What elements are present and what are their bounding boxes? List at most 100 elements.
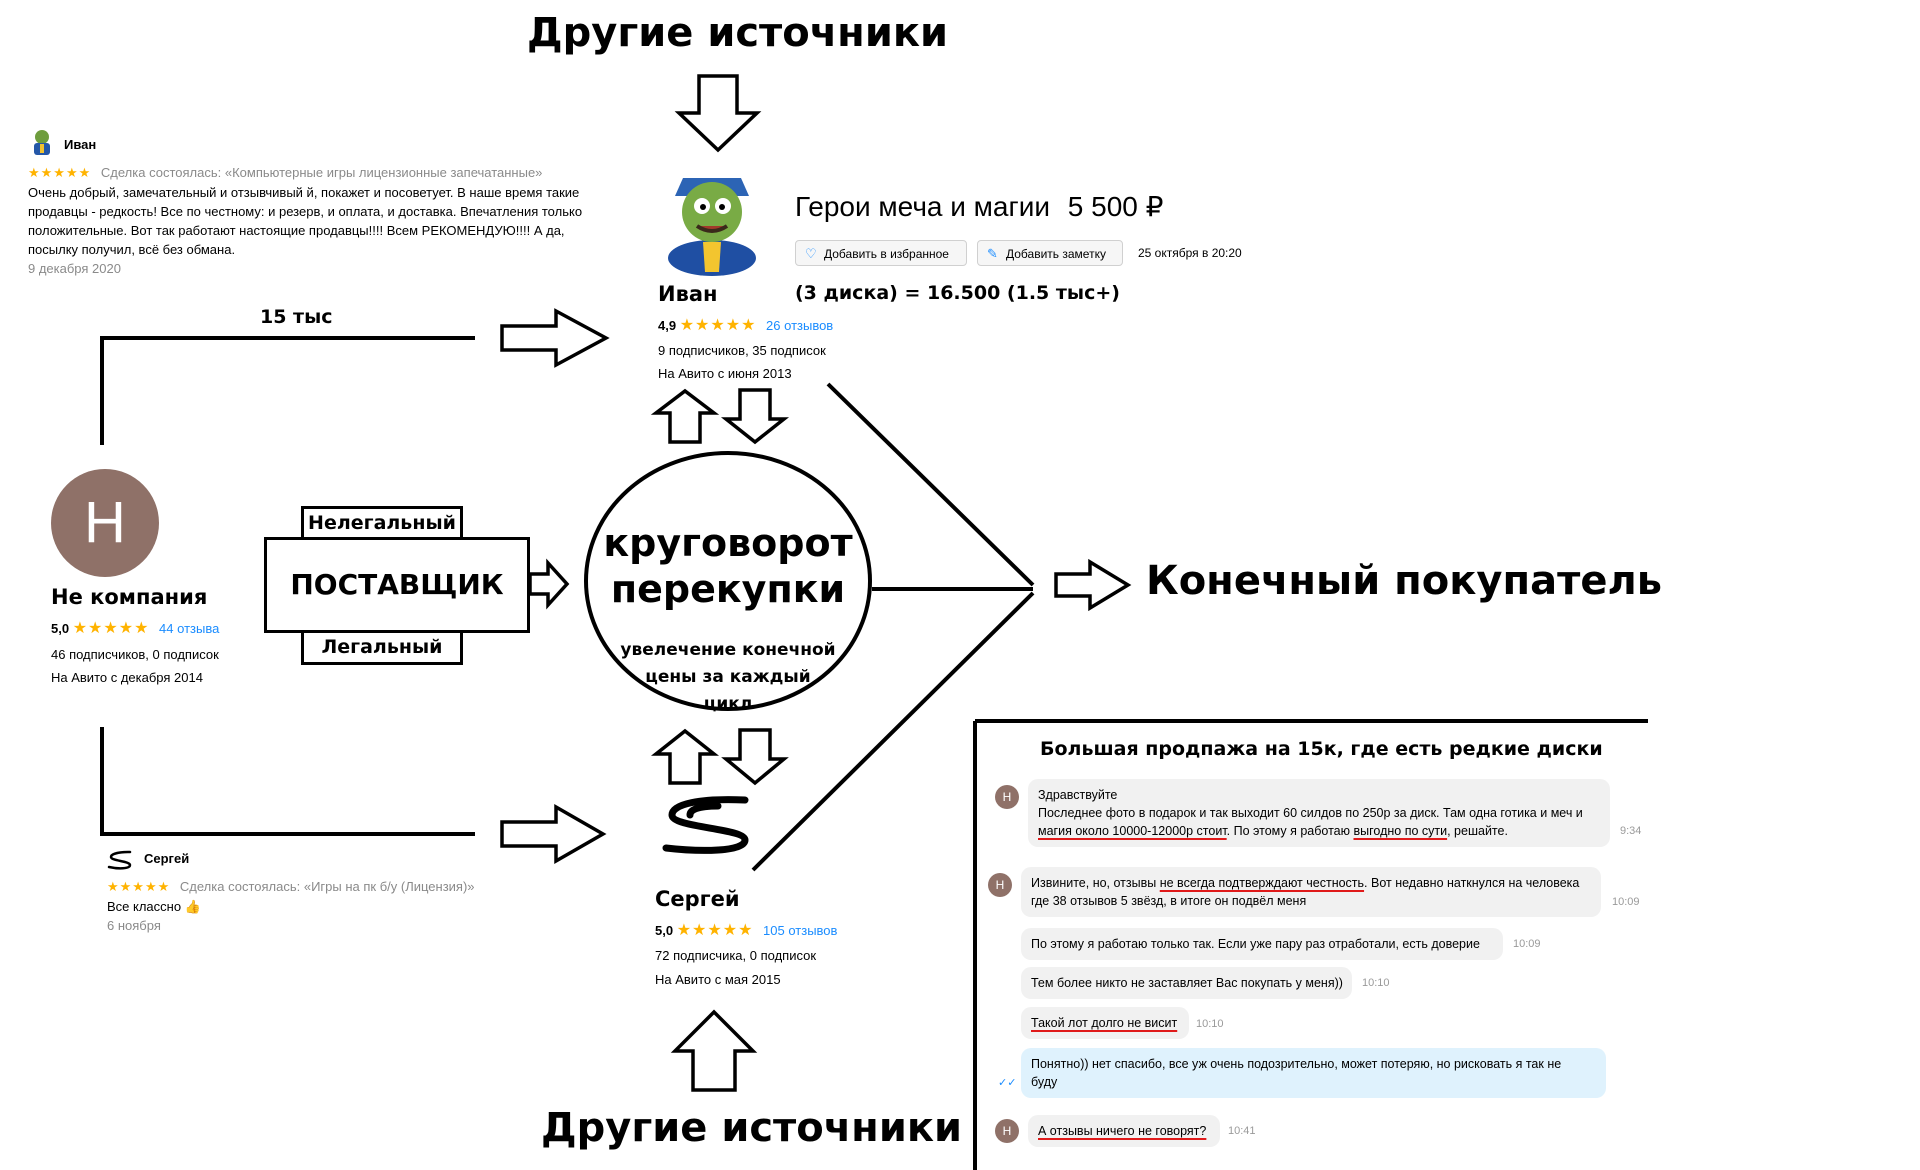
underlined-text: не всегда подтверждают честность (1159, 876, 1365, 890)
chat-message-line: магия около 10000-12000р стоит. По этому… (1038, 822, 1600, 840)
chat-time: 10:41 (1228, 1125, 1256, 1137)
chat-message: Здравствуйте Последнее фото в подарок и … (1028, 779, 1610, 847)
ivan-stars: ★★★★★ (679, 317, 757, 334)
review-sergey-deal: Сделка состоялась: «Игры на пк б/у (Лице… (179, 879, 475, 894)
sergey-to-buyer-line (751, 591, 1035, 872)
read-check-icon: ✓✓ (998, 1077, 1017, 1089)
supplier-legal-box: Легальный (301, 630, 463, 665)
ivan-reviews-link[interactable]: 26 отзывов (766, 318, 834, 333)
cycle-subtitle: увелечение конечной цены за каждый цикл (600, 637, 856, 718)
ivan-avatar-icon[interactable] (665, 168, 760, 276)
chat-text: . Вот недавно наткнулся на человека (1364, 876, 1580, 890)
chat-message-line: Понятно)) нет спасибо, все уж очень подо… (1031, 1057, 1562, 1071)
cycle-subtitle-line: увелечение конечной (620, 640, 836, 660)
review-sergey-text: Все классно 👍 (107, 899, 201, 914)
review-sergey-name: Сергей (144, 851, 190, 866)
chat-message-line: Извините, но, отзывы не всегда подтвержд… (1031, 874, 1591, 892)
bottom-sources-arrow (670, 1009, 758, 1092)
supplier-cycle-arrow (528, 558, 570, 610)
underlined-text: Такой лот долго не висит (1031, 1016, 1178, 1030)
ivan-to-buyer-line (826, 382, 1035, 587)
company-stars: ★★★★★ (72, 620, 150, 637)
sergey-name[interactable]: Сергей (655, 887, 740, 911)
ivan-cycle-down-arrow (720, 388, 790, 445)
note-icon: ✎ (987, 246, 998, 261)
company-since: На Авито с декабря 2014 (51, 670, 203, 685)
cycle-circle (584, 451, 872, 711)
listing-title: Герои меча и магии (795, 191, 1050, 222)
sergey-stars: ★★★★★ (676, 922, 754, 939)
chat-time: 10:10 (1196, 1018, 1224, 1030)
chat-message-line: Здравствуйте (1038, 788, 1118, 802)
heart-icon: ♡ (805, 246, 817, 261)
chat-message-own: Понятно)) нет спасибо, все уж очень подо… (1021, 1048, 1606, 1098)
review-ivan-text-line: Очень добрый, замечательный и отзывчивый… (28, 185, 580, 200)
sergey-rating-value: 5,0 (655, 923, 674, 938)
sergey-reviews-link[interactable]: 105 отзывов (763, 923, 838, 938)
add-to-favorites-button[interactable]: ♡ Добавить в избранное (795, 240, 967, 266)
cycle-sergey-down-arrow (721, 728, 789, 786)
sergey-logo-small (107, 850, 132, 870)
chat-message: Такой лот долго не висит (1021, 1007, 1189, 1039)
supplier-to-sergey-line (100, 727, 475, 836)
chat-message: Тем более никто не заставляет Вас покупа… (1021, 967, 1352, 999)
company-subscriptions: 46 подписчиков, 0 подписок (51, 647, 219, 662)
price-15k-label: 15 тыс (260, 306, 333, 328)
ivan-small-avatar-icon (28, 128, 56, 156)
ivan-subscriptions: 9 подписчиков, 35 подписок (658, 343, 826, 358)
sergey-logo-large (662, 796, 749, 854)
chat-time: 10:09 (1513, 938, 1541, 950)
chat-message-line: буду (1031, 1075, 1058, 1089)
ivan-rating-row: 4,9 ★★★★★ 26 отзывов (658, 316, 833, 335)
chat-avatar: Н (988, 873, 1012, 897)
review-ivan-text: Очень добрый, замечательный и отзывчивый… (28, 183, 668, 259)
company-reviews-link[interactable]: 44 отзыва (159, 621, 220, 636)
ivan-rating-value: 4,9 (658, 318, 677, 333)
chat-time: 10:10 (1362, 977, 1390, 989)
add-note-label: Добавить заметку (1006, 247, 1106, 261)
company-rating-value: 5,0 (51, 621, 70, 636)
supplier-main-box: ПОСТАВЩИК (264, 537, 530, 633)
supplier-to-ivan-line (100, 336, 475, 445)
cycle-title-line: перекупки (610, 567, 846, 611)
company-name[interactable]: Не компания (51, 585, 208, 609)
review-ivan-name: Иван (64, 137, 97, 152)
ivan-since: На Авито с июня 2013 (658, 366, 792, 381)
top-sources-arrow (674, 74, 762, 153)
supplier-ivan-arrow (500, 308, 610, 368)
review-sergey-date: 6 ноября (107, 918, 161, 933)
review-sergey-stars: ★★★★★ (107, 879, 171, 894)
chat-time: 9:34 (1620, 825, 1642, 837)
chat-message-line: Последнее фото в подарок и так выходит 6… (1038, 806, 1583, 820)
supplier-illegal-box: Нелегальный (301, 506, 463, 540)
ivan-name[interactable]: Иван (658, 282, 718, 306)
cycle-sergey-up-arrow (650, 728, 720, 785)
supplier-sergey-arrow (500, 803, 607, 865)
sergey-since: На Авито с мая 2015 (655, 972, 781, 987)
listing-header: Герои меча и магии 5 500 ₽ (795, 190, 1163, 223)
review-ivan-date: 9 декабря 2020 (28, 261, 121, 276)
add-note-button[interactable]: ✎ Добавить заметку (977, 240, 1123, 266)
chat-message: По этому я работаю только так. Если уже … (1021, 928, 1503, 960)
ivan-cycle-up-arrow (650, 388, 720, 444)
chat-title: Большая продпажа на 15к, где есть редкие… (1040, 738, 1603, 760)
review-sergey-header: ★★★★★ Сделка состоялась: «Игры на пк б/у… (107, 877, 475, 896)
sergey-subscriptions: 72 подписчика, 0 подписок (655, 948, 817, 963)
cycle-title: круговорот перекупки (590, 520, 866, 612)
chat-avatar: Н (995, 785, 1019, 809)
listing-price: 5 500 ₽ (1067, 191, 1164, 222)
listing-date: 25 октября в 20:20 (1138, 246, 1242, 260)
other-sources-bottom-title: Другие источники (541, 1105, 963, 1151)
company-avatar[interactable]: Н (51, 469, 159, 577)
chat-text: . По этому я работаю (1226, 824, 1354, 838)
company-rating-row: 5,0 ★★★★★ 44 отзыва (51, 619, 219, 638)
cycle-title-line: круговорот (603, 521, 853, 565)
chat-message: А отзывы ничего не говорят? (1028, 1115, 1220, 1147)
listing-summary: (3 диска) = 16.500 (1.5 тыс+) (795, 282, 1120, 304)
buyer-arrow (1054, 558, 1132, 612)
chat-text: , решайте. (1447, 824, 1508, 838)
underlined-text: магия около 10000-12000р стоит (1038, 824, 1227, 838)
review-ivan-header: ★★★★★ Сделка состоялась: «Компьютерные и… (28, 163, 542, 182)
chat-avatar: Н (995, 1119, 1019, 1143)
